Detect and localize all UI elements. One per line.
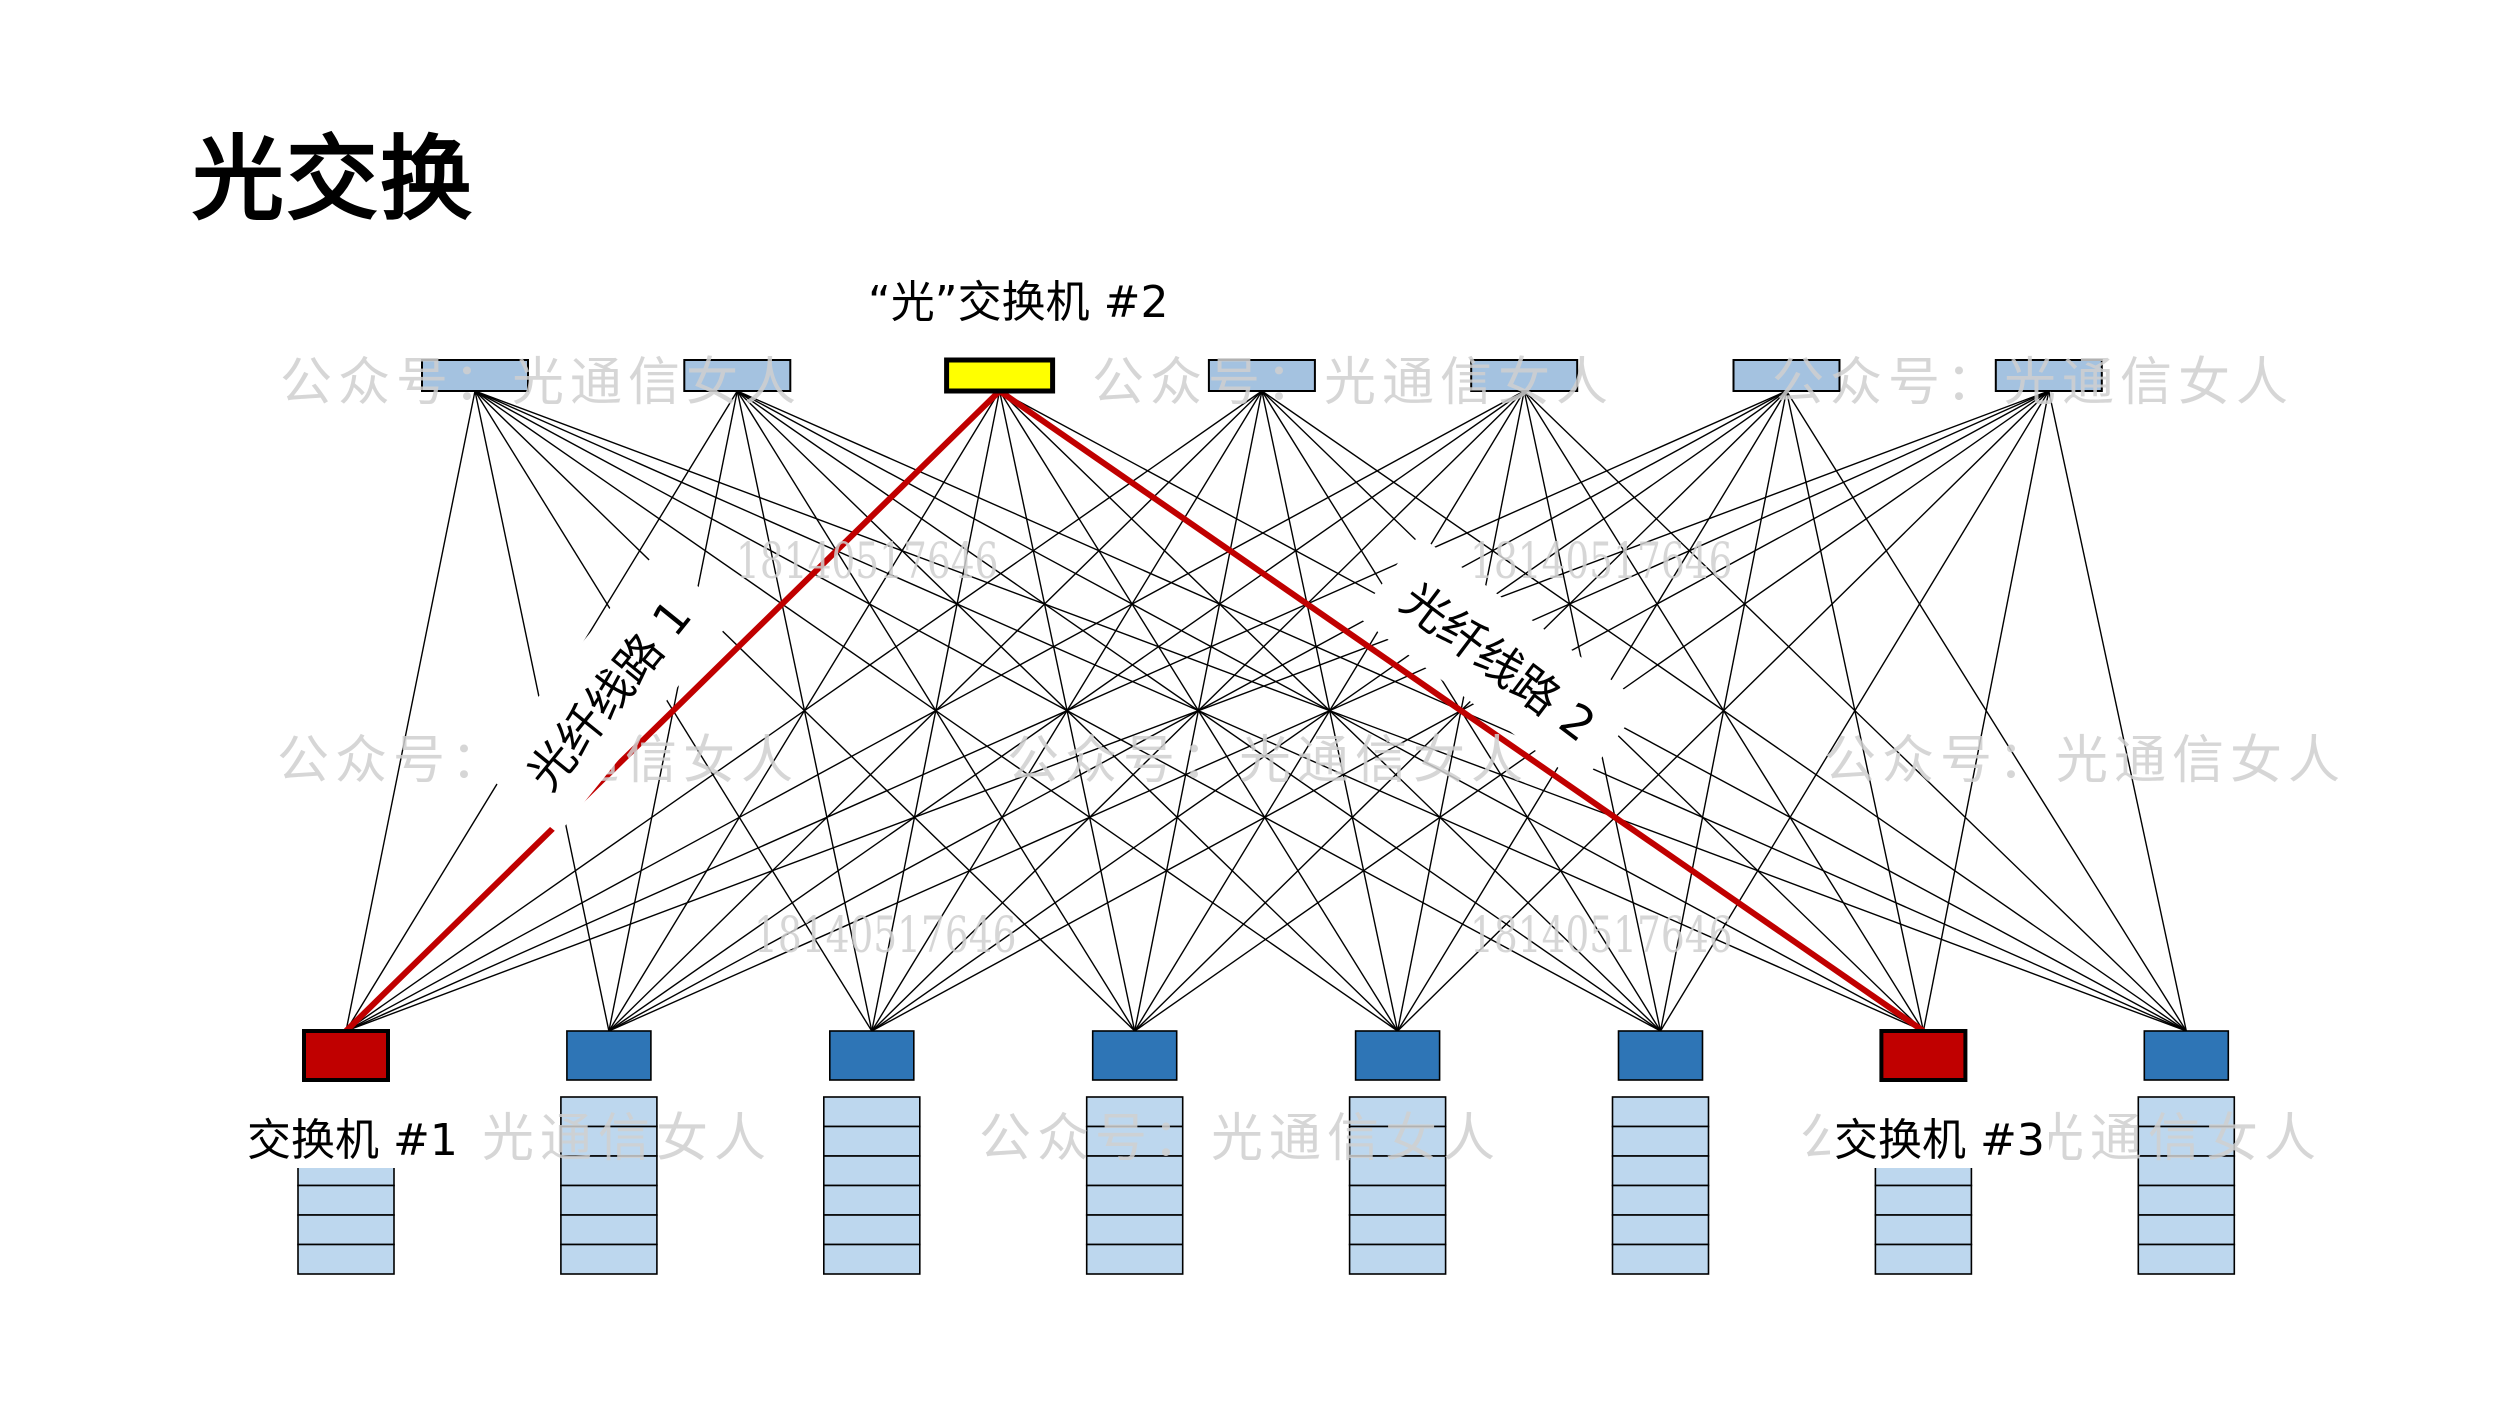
leaf-switch-box [2143,1030,2230,1081]
server-rack-unit [1611,1096,1710,1128]
spine-switch-box [421,359,529,392]
server-rack-unit [560,1096,658,1128]
server-rack-unit [560,1155,658,1187]
spine-switch-box [683,359,792,392]
optical-switch-box [944,357,1056,394]
server-rack-unit [1085,1243,1184,1275]
server-rack-unit [560,1243,658,1275]
server-rack-unit [1611,1184,1710,1216]
selected-switch-box [1879,1029,1968,1082]
highlighted-fiber-link [997,388,1926,1034]
server-rack-unit [1348,1184,1447,1216]
fiber-link [1397,390,2050,1032]
server-rack-unit [2137,1184,2236,1216]
server-rack-unit [1611,1125,1710,1157]
selected-switch-box [302,1029,390,1082]
switch-3-label: 交换机 #3 [1830,1104,2049,1168]
fiber-link [345,390,1525,1032]
server-rack-unit [1348,1155,1447,1187]
server-rack-unit [1874,1243,1973,1275]
server-rack-unit [822,1243,921,1275]
server-rack-unit [1085,1096,1184,1128]
spine-switch-box [1994,359,2103,392]
server-rack-unit [1348,1214,1447,1246]
leaf-switch-box [1091,1030,1178,1081]
server-rack-unit [1874,1184,1973,1216]
server-rack-unit [1611,1214,1710,1246]
server-rack-unit [2137,1096,2236,1128]
server-rack-unit [560,1184,658,1216]
server-rack-unit [822,1155,921,1187]
server-rack-unit [2137,1125,2236,1157]
fiber-link [345,390,476,1032]
switch-1-label: 交换机 #1 [243,1104,462,1168]
spine-switch-box [1470,359,1579,392]
server-rack-unit [2137,1155,2236,1187]
server-rack-unit [560,1125,658,1157]
server-rack-unit [822,1214,921,1246]
slide-title: 光交换 [192,126,475,233]
highlighted-fiber-link [343,388,1002,1034]
server-rack-unit [822,1125,921,1157]
server-rack-unit [1348,1243,1447,1275]
server-rack-unit [560,1214,658,1246]
leaf-switch-box [1617,1030,1704,1081]
server-rack-unit [1611,1155,1710,1187]
server-rack-unit [1348,1125,1447,1157]
server-rack-unit [1348,1096,1447,1128]
spine-switch-box [1207,359,1316,392]
server-rack-unit [2137,1243,2236,1275]
leaf-switch-box [566,1030,652,1081]
server-rack-unit [1085,1155,1184,1187]
leaf-switch-box [828,1030,915,1081]
leaf-switch-box [1354,1030,1441,1081]
server-rack-unit [1611,1243,1710,1275]
server-rack-unit [822,1096,921,1128]
fiber-link [2048,390,2187,1032]
fiber-link [1922,390,2050,1032]
fiber-link [345,390,2050,1032]
spine-switch-box [1732,359,1841,392]
fiber-link [1659,390,2050,1032]
server-rack-unit [822,1184,921,1216]
server-rack-unit [297,1243,395,1275]
optical-switch-label: “光”交换机 #2 [868,277,1169,328]
server-rack-unit [1085,1214,1184,1246]
fiber-link [345,390,1787,1032]
server-rack-unit [2137,1214,2236,1246]
fiber-link [345,390,1263,1032]
server-rack-unit [297,1184,395,1216]
server-rack-unit [1085,1184,1184,1216]
server-rack-unit [1085,1125,1184,1157]
fiber-link [608,390,2050,1032]
server-rack-unit [297,1214,395,1246]
server-rack-unit [1874,1214,1973,1246]
